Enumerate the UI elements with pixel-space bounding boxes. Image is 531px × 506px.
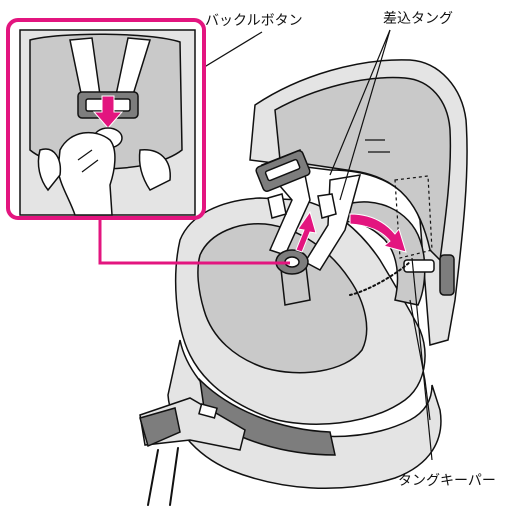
label-buckle-button: バックルボタン [205,10,303,30]
tongue-right [318,194,336,218]
tongue-left [268,194,286,218]
side-latch [440,255,454,295]
inset-buckle-closeup [20,30,195,215]
tongue-keeper-clip [404,260,434,272]
label-insert-tongue: 差込タング [383,8,453,28]
label-tongue-keeper: タングキーパー [398,470,496,490]
support-leg [148,448,178,505]
